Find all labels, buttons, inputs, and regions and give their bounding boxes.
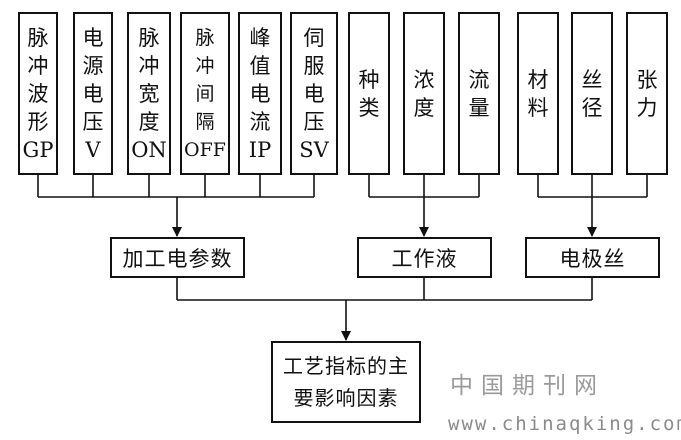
- factor-wire-diameter: 丝 径: [571, 12, 613, 175]
- factor-wire-tension: 张 力: [626, 12, 668, 175]
- factor-wire-material: 材 料: [517, 12, 559, 175]
- factor-label: 峰 值 电 流 IP: [248, 25, 272, 162]
- factor-fluid-concentration: 浓 度: [403, 12, 445, 175]
- group-working-fluid: 工作液: [357, 237, 492, 278]
- group-electrical-params: 加工电参数: [110, 237, 245, 278]
- group-electrode-wire: 电极丝: [525, 237, 660, 278]
- factor-label: 张 力: [636, 67, 658, 120]
- factor-servo-voltage: 伺 服 电 压 SV: [290, 12, 338, 175]
- factor-label: 伺 服 电 压 SV: [299, 25, 329, 162]
- factor-pulse-waveform: 脉 冲 波 形 GP: [18, 12, 58, 175]
- factor-fluid-flow: 流 量: [458, 12, 500, 175]
- factor-label: 电 源 电 压 V: [82, 25, 104, 162]
- result-main-factors: 工艺指标的主 要影响因素: [271, 341, 421, 423]
- result-label: 工艺指标的主 要影响因素: [283, 354, 409, 410]
- group-label: 加工电参数: [122, 246, 233, 271]
- watermark-site-name: 中国期刊网: [450, 373, 605, 399]
- factor-fluid-type: 种 类: [348, 12, 390, 175]
- factor-peak-current: 峰 值 电 流 IP: [238, 12, 282, 175]
- factor-label: 流 量: [468, 67, 490, 120]
- factor-label: 脉 冲 宽 度 ON: [131, 25, 167, 162]
- factor-label: 浓 度: [413, 67, 435, 120]
- factor-label: 材 料: [527, 67, 549, 120]
- factor-supply-voltage: 电 源 电 压 V: [73, 12, 113, 175]
- factor-label: 脉 冲 波 形 GP: [22, 25, 54, 162]
- factor-label: 丝 径: [581, 67, 603, 120]
- factor-label: 种 类: [358, 67, 380, 120]
- group-label: 工作液: [391, 246, 458, 271]
- watermark-url: www.chinaqking.com: [448, 413, 681, 435]
- group-label: 电极丝: [559, 246, 626, 271]
- factor-pulse-interval: 脉 冲 间 隔 OFF: [180, 12, 230, 175]
- factor-pulse-width: 脉 冲 宽 度 ON: [127, 12, 171, 175]
- factor-label: 脉 冲 间 隔 OFF: [184, 26, 226, 161]
